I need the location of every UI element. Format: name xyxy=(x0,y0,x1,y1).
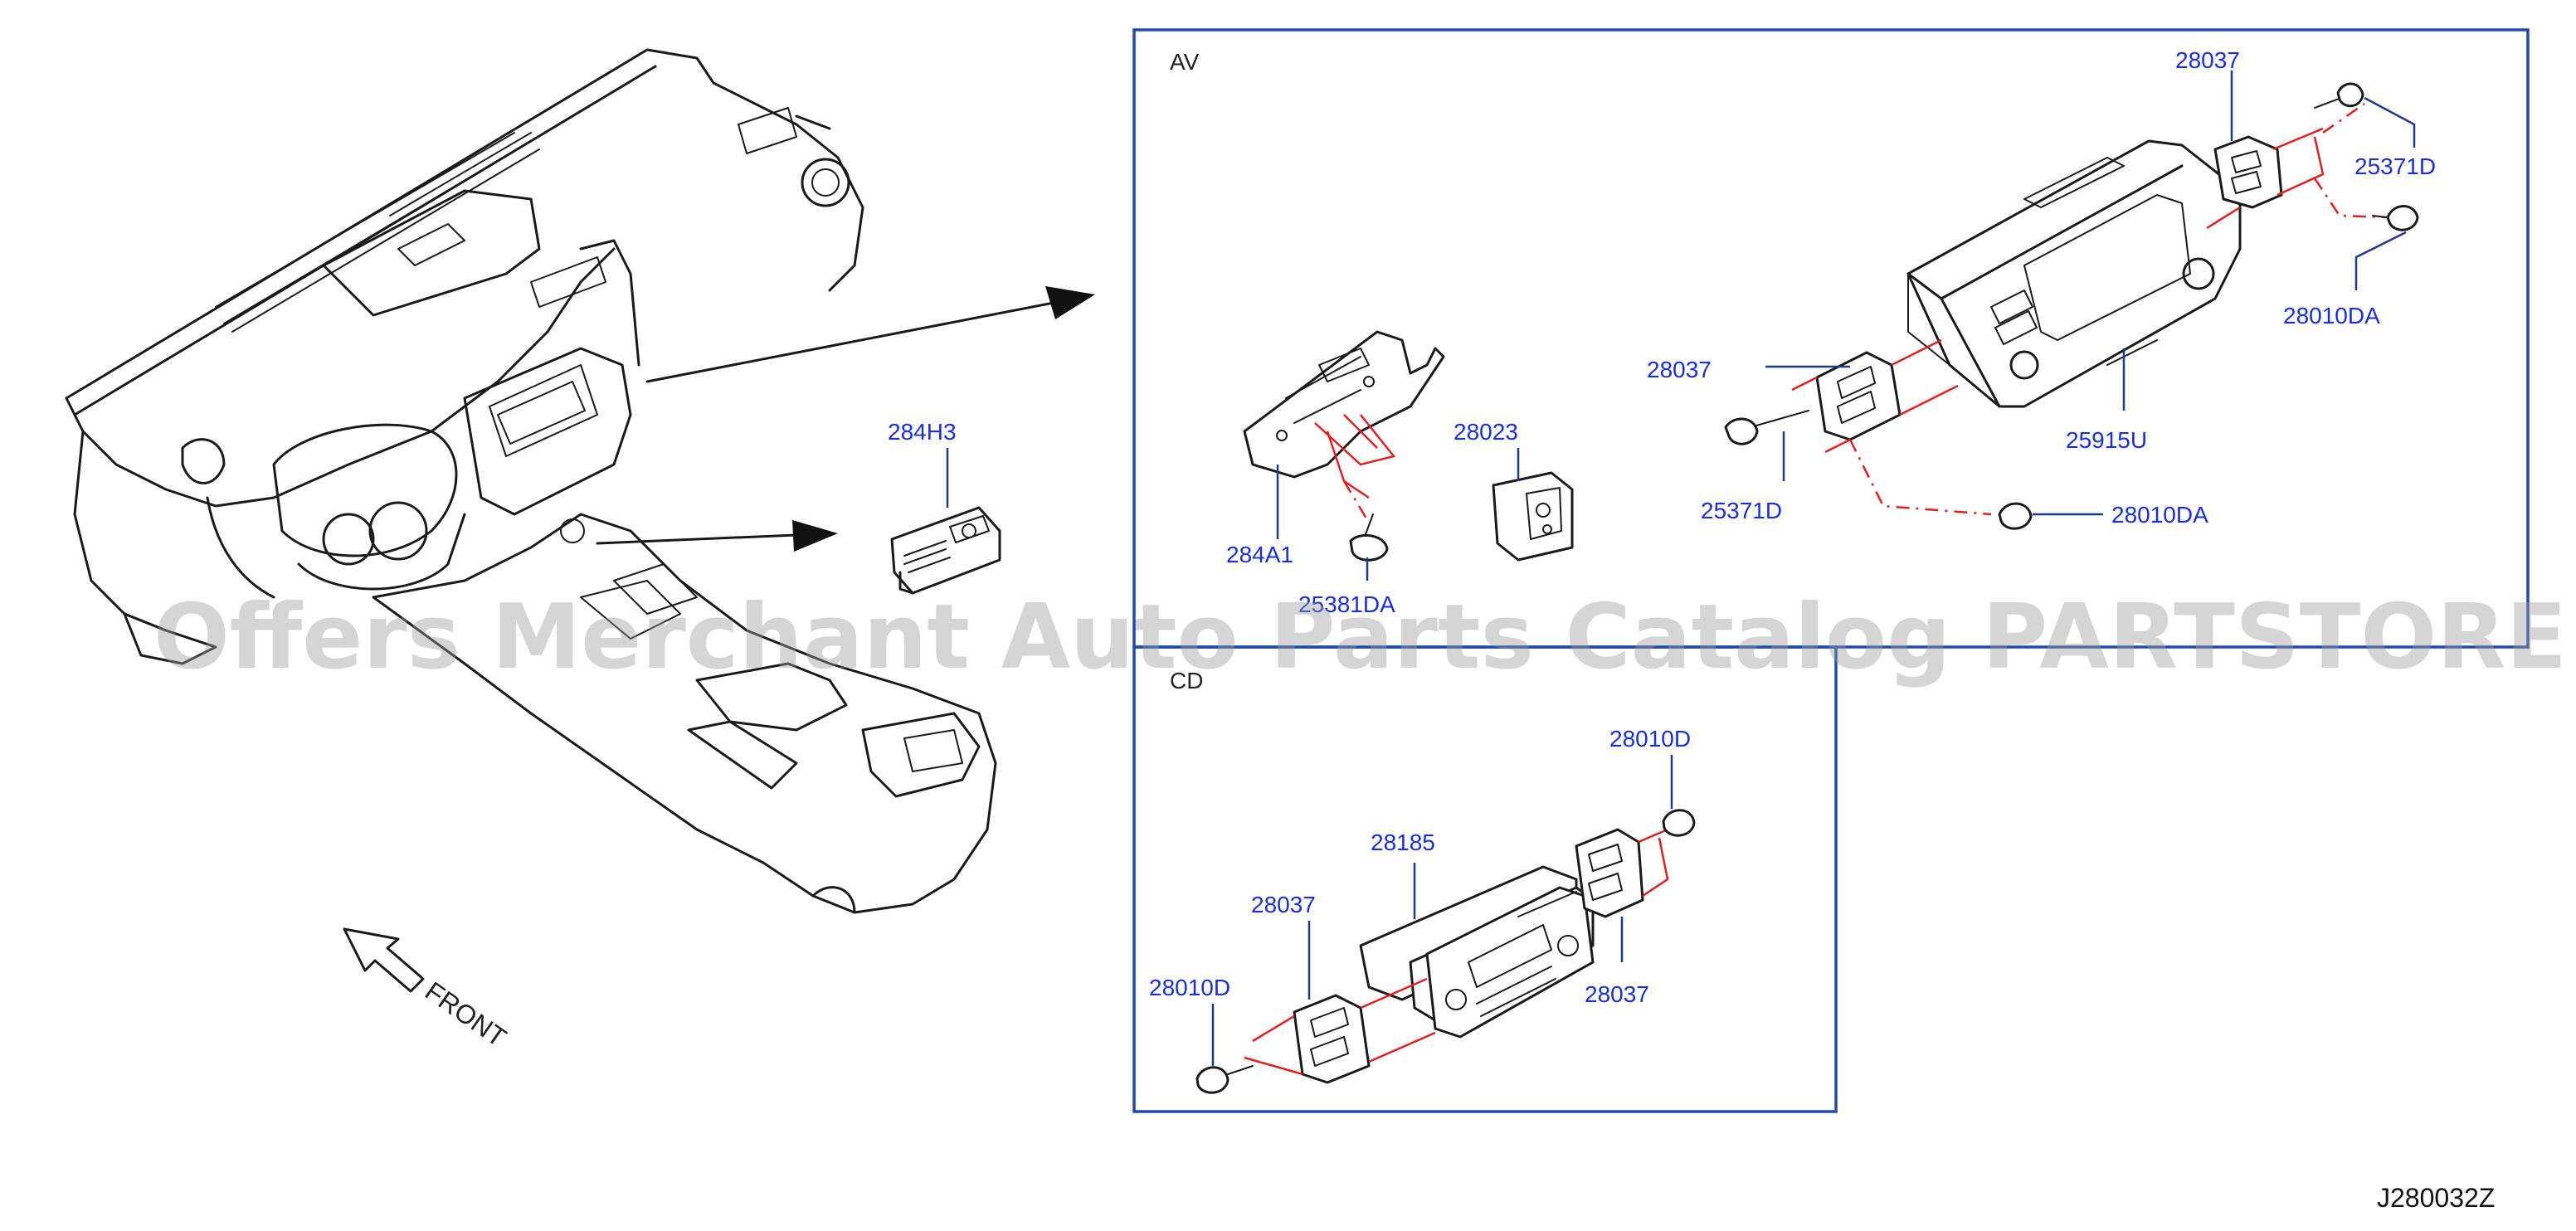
part-28037-cd-left-bracket xyxy=(1293,994,1371,1084)
label-28037-av-mid: 28037 xyxy=(1647,357,1712,382)
part-25371D-bottom-screw xyxy=(1724,410,1809,445)
cd-section-title: CD xyxy=(1170,668,1203,693)
part-28037-av-mid-bracket xyxy=(1815,351,1902,441)
label-28037-av-top: 28037 xyxy=(2175,47,2240,73)
label-284A1: 284A1 xyxy=(1226,542,1293,567)
label-284H3: 284H3 xyxy=(888,419,957,445)
label-28010DA-top: 28010DA xyxy=(2283,303,2380,328)
part-284A1-bracket xyxy=(1243,330,1445,479)
part-28037-av-top-bracket xyxy=(2213,135,2283,209)
av-section-title: AV xyxy=(1170,49,1200,75)
part-28010DA-bottom-clip xyxy=(1998,502,2033,530)
part-25381DA-screw xyxy=(1349,513,1389,562)
label-28037-cd-right: 28037 xyxy=(1585,981,1649,1007)
label-28037-cd-left: 28037 xyxy=(1251,892,1316,917)
part-28010D-left-clip xyxy=(1195,1065,1254,1094)
av-section-box xyxy=(1132,28,2530,649)
label-28010DA-bottom: 28010DA xyxy=(2111,502,2208,528)
part-28010DA-top-clip xyxy=(2372,205,2419,231)
pointer-arrows xyxy=(596,286,1095,552)
part-28185-cd-head-unit xyxy=(1359,865,1595,1039)
part-28023-switch xyxy=(1492,471,1574,562)
part-284H3-switch xyxy=(890,506,1001,595)
label-25381DA: 25381DA xyxy=(1298,591,1395,617)
label-28185: 28185 xyxy=(1371,830,1435,855)
cd-section-box xyxy=(1132,645,1838,1113)
dashboard-assembly-illustration xyxy=(65,48,997,914)
part-25915U-av-head-unit xyxy=(1906,139,2242,408)
front-direction-indicator: FRONT xyxy=(343,927,512,1053)
label-28023: 28023 xyxy=(1454,419,1518,445)
part-25371D-top-screw xyxy=(2314,82,2364,109)
label-25371D-bottom: 25371D xyxy=(1701,498,1782,523)
label-28010D-top: 28010D xyxy=(1609,726,1691,752)
part-28037-cd-right-bracket xyxy=(1575,828,1644,918)
front-label: FRONT xyxy=(420,976,512,1053)
watermark-text: Offers Merchant Auto Parts Catalog PARTS… xyxy=(153,586,2576,689)
label-28010D-left: 28010D xyxy=(1149,975,1230,1000)
diagram-code: J280032Z xyxy=(2377,1183,2495,1213)
part-28010D-top-clip xyxy=(1662,809,1696,837)
label-25371D-top: 25371D xyxy=(2354,153,2436,179)
label-25915U: 25915U xyxy=(2066,427,2147,453)
